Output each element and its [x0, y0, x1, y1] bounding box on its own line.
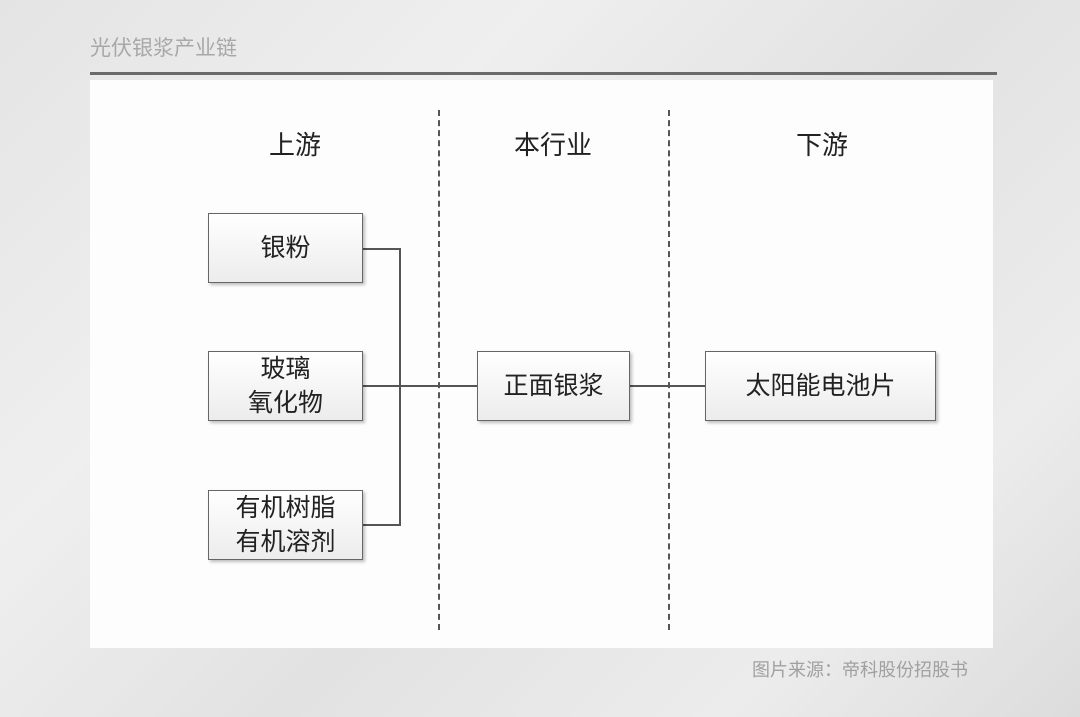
- box-silver-powder: 银粉: [208, 213, 363, 283]
- box-organic: 有机树脂 有机溶剂: [208, 490, 363, 560]
- connector: [363, 524, 401, 526]
- header-upstream: 上游: [268, 131, 322, 161]
- title-rule: [90, 72, 997, 75]
- box-label: 太阳能电池片: [745, 371, 896, 400]
- box-label: 玻璃: [260, 354, 311, 383]
- header-industry: 本行业: [513, 131, 593, 161]
- box-front-silver-paste: 正面银浆: [477, 351, 630, 421]
- box-label: 有机树脂: [235, 493, 336, 522]
- connector: [363, 385, 477, 387]
- connector: [630, 385, 705, 387]
- box-label: 氧化物: [247, 388, 323, 417]
- box-label: 正面银浆: [503, 371, 604, 400]
- source-note: 图片来源：帝科股份招股书: [752, 660, 968, 681]
- divider-left: [438, 110, 440, 630]
- box-glass-oxide: 玻璃 氧化物: [208, 351, 363, 421]
- slide-title: 光伏银浆产业链: [90, 36, 237, 60]
- box-label: 银粉: [260, 233, 311, 262]
- connector: [399, 248, 401, 526]
- connector: [363, 248, 401, 250]
- divider-right: [668, 110, 670, 630]
- box-label: 有机溶剂: [235, 527, 336, 556]
- box-solar-cell: 太阳能电池片: [705, 351, 936, 421]
- header-downstream: 下游: [795, 131, 849, 161]
